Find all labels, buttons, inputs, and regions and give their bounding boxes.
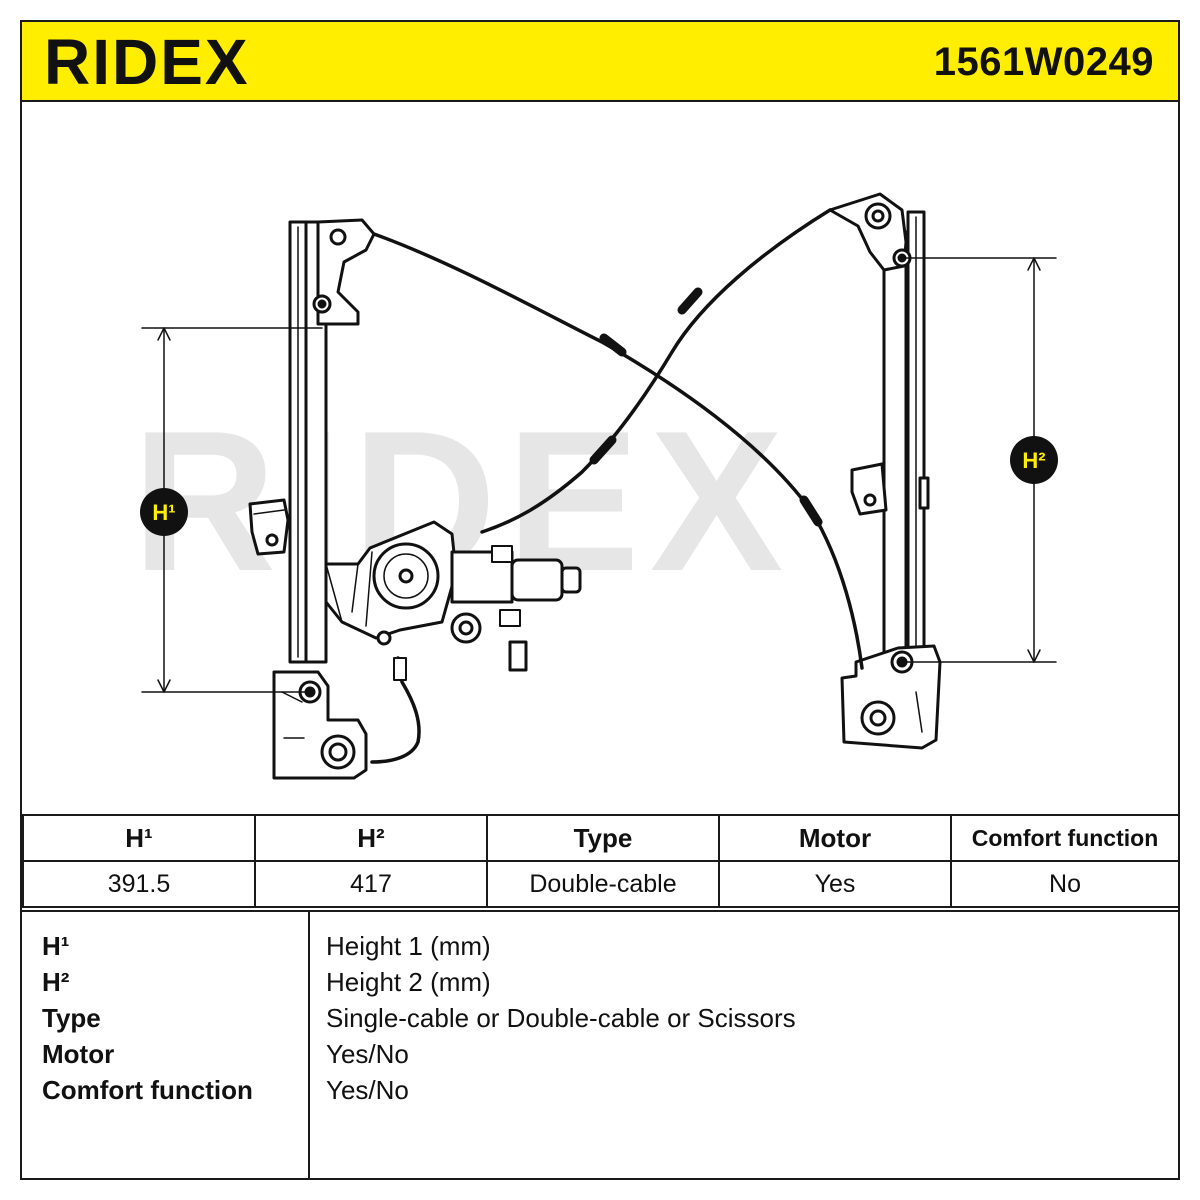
cable-b — [480, 208, 832, 534]
legend-term: Motor — [42, 1039, 115, 1069]
h1-badge: H¹ — [140, 488, 188, 536]
legend-row: Comfort function Yes/No — [22, 1072, 1178, 1108]
value-comfort-function: No — [950, 860, 1180, 908]
motor-wire — [370, 630, 421, 764]
legend-divider — [308, 912, 310, 1178]
regulator-illustration: H¹ H² — [140, 192, 1058, 780]
legend-term: Type — [42, 1003, 101, 1033]
legend-description: Height 2 (mm) — [326, 967, 491, 997]
h2-badge-label: H² — [1022, 448, 1045, 473]
spec-header-row: H¹ H² Type Motor Comfort function — [22, 814, 1180, 862]
header-comfort-function: Comfort function — [950, 814, 1180, 862]
right-rail — [882, 210, 926, 674]
legend-description: Yes/No — [326, 1075, 409, 1105]
header-h2: H² — [254, 814, 488, 862]
legend-term: H¹ — [42, 931, 70, 961]
left-side-clip — [248, 498, 290, 556]
legend-row: Type Single-cable or Double-cable or Sci… — [22, 1000, 1178, 1036]
header-bar: RIDEX 1561W0249 — [22, 22, 1178, 102]
left-bottom-bracket — [272, 670, 368, 780]
right-side-clip — [850, 462, 930, 516]
left-top-slider — [312, 218, 376, 326]
legend-row: H¹ Height 1 (mm) — [22, 928, 1178, 964]
value-motor: Yes — [718, 860, 952, 908]
window-regulator-drawing: RIDEX — [22, 102, 1178, 814]
value-type: Double-cable — [486, 860, 720, 908]
cable-a — [372, 232, 864, 670]
left-rail — [288, 220, 328, 664]
legend-term: H² — [42, 967, 70, 997]
legend-row: H² Height 2 (mm) — [22, 964, 1178, 1000]
right-top-slider — [828, 192, 912, 272]
motor-gearbox — [324, 520, 582, 672]
legend-description: Yes/No — [326, 1039, 409, 1069]
value-h2: 417 — [254, 860, 488, 908]
spec-value-row: 391.5 417 Double-cable Yes No — [22, 860, 1180, 908]
legend-term: Comfort function — [42, 1075, 253, 1105]
value-h1: 391.5 — [22, 860, 256, 908]
legend-description: Height 1 (mm) — [326, 931, 491, 961]
h1-badge-label: H¹ — [152, 500, 175, 525]
legend: H¹ Height 1 (mm) H² Height 2 (mm) Type S… — [22, 910, 1178, 1178]
brand-logo: RIDEX — [44, 26, 250, 98]
h2-badge: H² — [1010, 436, 1058, 484]
spec-table: H¹ H² Type Motor Comfort function 391.5 … — [22, 814, 1180, 908]
header-h1: H¹ — [22, 814, 256, 862]
legend-row: Motor Yes/No — [22, 1036, 1178, 1072]
header-type: Type — [486, 814, 720, 862]
header-motor: Motor — [718, 814, 952, 862]
product-sheet: RIDEX 1561W0249 RIDEX — [20, 20, 1180, 1180]
legend-description: Single-cable or Double-cable or Scissors — [326, 1003, 796, 1033]
part-number: 1561W0249 — [933, 40, 1154, 84]
